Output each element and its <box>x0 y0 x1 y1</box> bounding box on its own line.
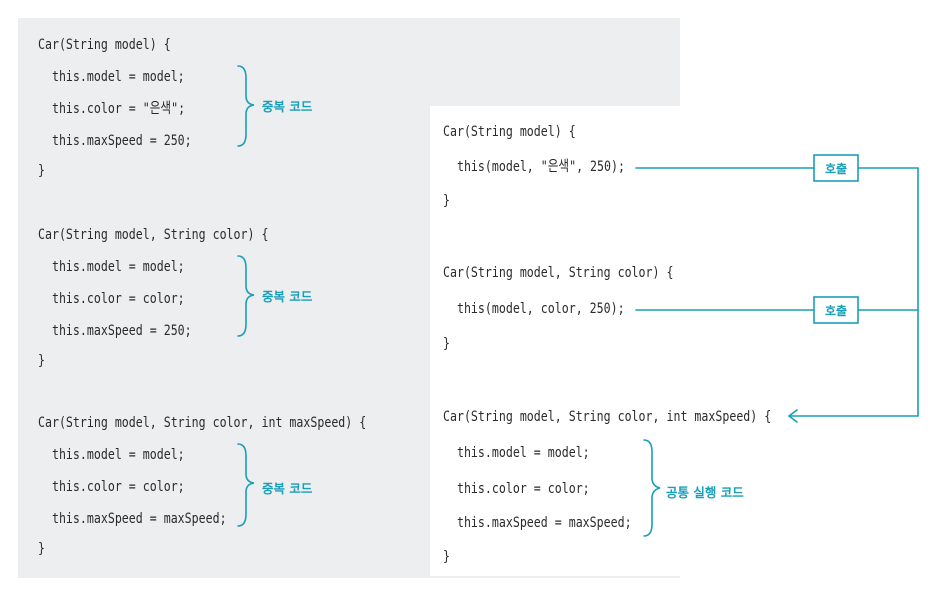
call-box-1 <box>813 154 859 182</box>
left-brace-2 <box>237 255 255 337</box>
right-block3-line5: } <box>443 549 450 565</box>
call-box-2 <box>813 296 859 324</box>
vertical-connector <box>789 167 919 417</box>
left-block1-line5: } <box>38 163 45 179</box>
right-block2-line1: Car(String model, String color) { <box>443 265 674 281</box>
right-block3-line2: this.model = model; <box>443 445 590 461</box>
right-block1-line1: Car(String model) { <box>443 124 576 140</box>
right-block3-line3: this.color = color; <box>443 481 590 497</box>
left-block3-line4: this.maxSpeed = maxSpeed; <box>38 511 227 527</box>
left-block3-line2: this.model = model; <box>38 447 185 463</box>
right-panel <box>430 106 682 576</box>
left-block3-line1: Car(String model, String color, int maxS… <box>38 415 367 431</box>
left-block2-line2: this.model = model; <box>38 259 185 275</box>
left-block2-line1: Car(String model, String color) { <box>38 227 269 243</box>
left-block1-line2: this.model = model; <box>38 69 185 85</box>
left-block3-note: 중복 코드 <box>262 481 313 496</box>
left-block1-line3: this.color = "은색"; <box>38 101 186 117</box>
arrow-head <box>787 409 798 423</box>
right-block3-note: 공통 실행 코드 <box>666 485 744 500</box>
left-block3-line5: } <box>38 541 45 557</box>
left-block2-note: 중복 코드 <box>262 289 313 304</box>
right-block1-line3: } <box>443 193 450 209</box>
right-block2-line3: } <box>443 336 450 352</box>
right-block3-line1: Car(String model, String color, int maxS… <box>443 409 772 425</box>
left-brace-3 <box>237 443 255 527</box>
right-block1-line2: this(model, "은색", 250); <box>443 159 625 175</box>
left-block2-line4: this.maxSpeed = 250; <box>38 323 192 339</box>
left-block2-line3: this.color = color; <box>38 291 185 307</box>
right-block3-line4: this.maxSpeed = maxSpeed; <box>443 515 632 531</box>
left-block1-note: 중복 코드 <box>262 99 313 114</box>
left-brace-1 <box>237 65 255 147</box>
call-label-1: 호출 <box>825 161 847 176</box>
right-block2-line2: this(model, color, 250); <box>443 301 625 317</box>
call-label-2: 호출 <box>825 303 847 318</box>
right-brace <box>643 439 661 537</box>
left-block1-line4: this.maxSpeed = 250; <box>38 133 192 149</box>
left-block2-line5: } <box>38 353 45 369</box>
left-block3-line3: this.color = color; <box>38 479 185 495</box>
left-block1-line1: Car(String model) { <box>38 37 171 53</box>
